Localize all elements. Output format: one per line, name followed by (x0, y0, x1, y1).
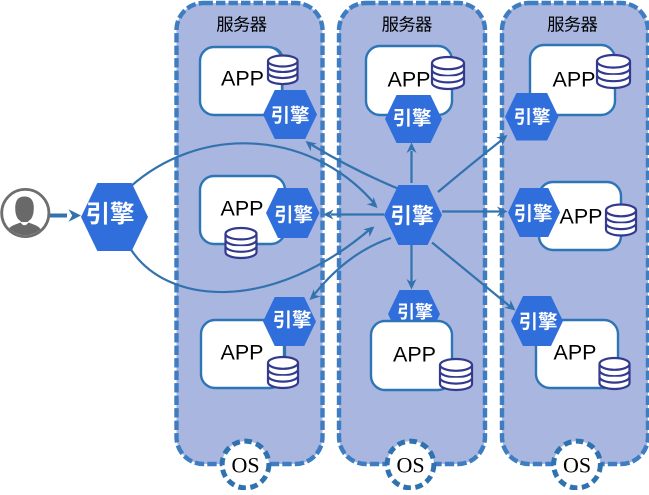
svg-text:APP: APP (220, 197, 263, 221)
svg-text:APP: APP (559, 205, 602, 229)
svg-text:APP: APP (387, 68, 430, 92)
svg-text:APP: APP (553, 341, 596, 365)
svg-text:APP: APP (220, 341, 263, 365)
svg-text:OS: OS (231, 452, 259, 477)
svg-text:APP: APP (221, 67, 264, 91)
svg-text:OS: OS (563, 452, 591, 477)
svg-text:APP: APP (393, 343, 436, 367)
svg-text:OS: OS (396, 452, 424, 477)
svg-text:APP: APP (552, 68, 595, 92)
